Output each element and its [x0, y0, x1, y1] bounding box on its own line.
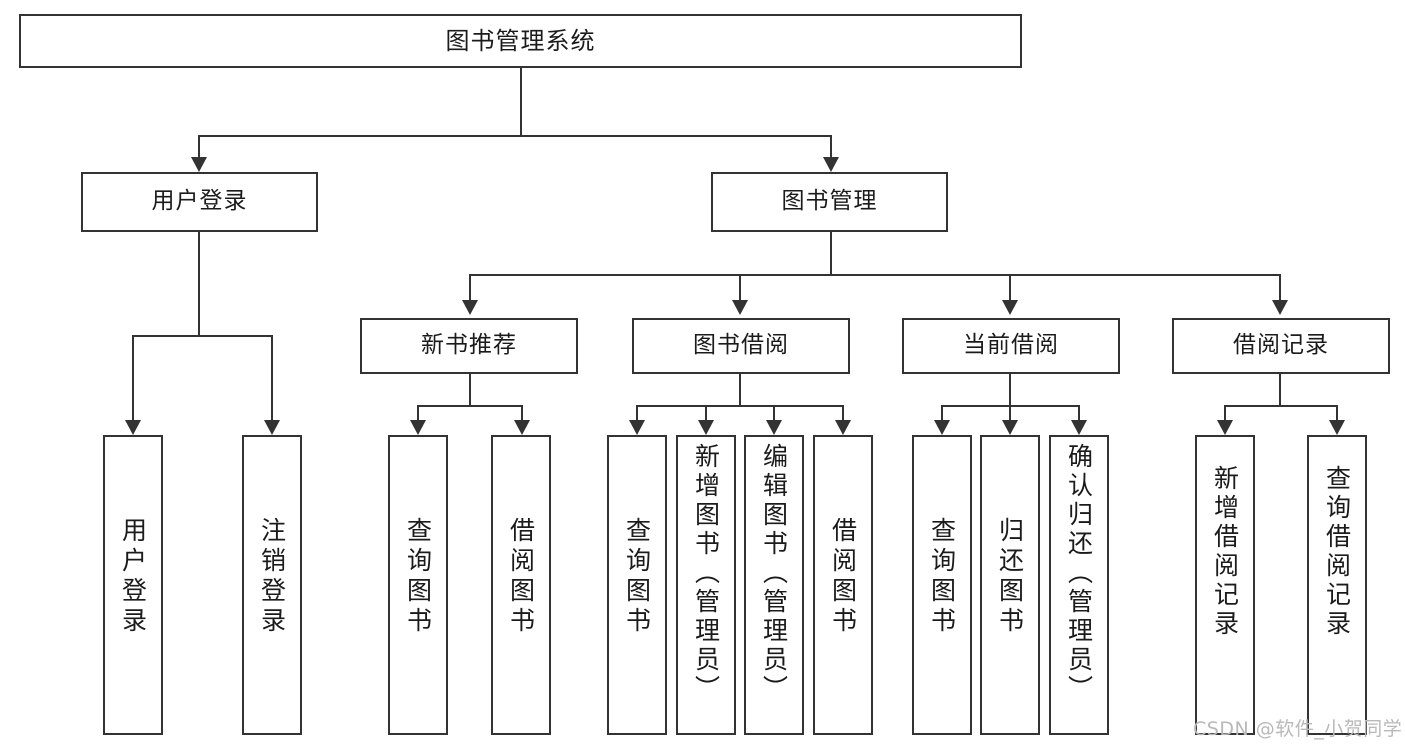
- connector-book-borrow-stem: [739, 374, 741, 405]
- arrow-to-leaf-return-book: [1002, 420, 1018, 435]
- connector-bm-drop-current: [1009, 274, 1011, 300]
- node-leaf-borrow-book-2-label: 借阅图书: [828, 517, 858, 637]
- node-leaf-query-book-2[interactable]: 查询图书: [607, 435, 667, 735]
- connector-bb-drop-4: [842, 405, 844, 420]
- connector-cb-drop-3: [1078, 405, 1080, 420]
- node-leaf-logout[interactable]: 注销登录: [242, 435, 302, 735]
- arrow-to-leaf-add-record: [1217, 420, 1233, 435]
- connector-root-stem: [520, 67, 522, 135]
- connector-bb-drop-2: [705, 405, 707, 420]
- arrow-to-leaf-confirm-return: [1071, 420, 1087, 435]
- node-leaf-query-record-label: 查询借阅记录: [1322, 465, 1352, 639]
- node-leaf-borrow-book-1-label: 借阅图书: [506, 517, 536, 637]
- connector-nb-drop-2: [521, 405, 523, 420]
- arrow-to-new-book-recommend: [462, 300, 478, 315]
- arrow-to-leaf-query-book-1: [410, 420, 426, 435]
- connector-bm-drop-new-book: [469, 274, 471, 300]
- connector-book-borrow-bus: [636, 405, 844, 407]
- node-leaf-query-book-2-label: 查询图书: [622, 517, 652, 637]
- node-leaf-user-login[interactable]: 用户登录: [103, 435, 163, 735]
- connector-root-drop-book-manage: [830, 135, 832, 157]
- node-leaf-return-book[interactable]: 归还图书: [980, 435, 1040, 735]
- connector-bm-drop-borrow: [739, 274, 741, 300]
- node-leaf-query-book-1-label: 查询图书: [403, 517, 433, 637]
- arrow-to-leaf-user-login: [125, 420, 141, 435]
- node-leaf-confirm-return[interactable]: 确认归还（管理员）: [1049, 435, 1109, 735]
- connector-bb-drop-3: [773, 405, 775, 420]
- arrow-to-book-borrow: [732, 300, 748, 315]
- node-book-manage-label: 图书管理: [781, 188, 878, 215]
- node-current-borrow[interactable]: 当前借阅: [902, 318, 1120, 374]
- node-leaf-logout-label: 注销登录: [257, 517, 287, 637]
- arrow-to-leaf-query-book-3: [934, 420, 950, 435]
- arrow-to-borrow-record: [1272, 300, 1288, 315]
- connector-book-manage-bus: [469, 274, 1281, 276]
- node-book-borrow[interactable]: 图书借阅: [632, 318, 850, 374]
- connector-nb-drop-1: [417, 405, 419, 420]
- connector-bb-drop-1: [636, 405, 638, 420]
- node-root-label: 图书管理系统: [445, 26, 596, 55]
- connector-br-drop-1: [1224, 405, 1226, 420]
- arrow-to-leaf-query-record: [1329, 420, 1345, 435]
- node-current-borrow-label: 当前借阅: [963, 332, 1059, 359]
- node-new-book-recommend[interactable]: 新书推荐: [360, 318, 578, 374]
- node-leaf-query-book-3-label: 查询图书: [927, 517, 957, 637]
- node-leaf-add-book[interactable]: 新增图书（管理员）: [676, 435, 736, 735]
- node-leaf-query-book-1[interactable]: 查询图书: [388, 435, 448, 735]
- node-book-borrow-label: 图书借阅: [693, 332, 789, 359]
- node-leaf-add-record[interactable]: 新增借阅记录: [1195, 435, 1255, 735]
- node-leaf-edit-book-label: 编辑图书（管理员）: [759, 443, 789, 704]
- node-leaf-confirm-return-label: 确认归还（管理员）: [1064, 443, 1094, 704]
- node-book-manage[interactable]: 图书管理: [711, 172, 948, 232]
- connector-user-login-drop-1: [132, 335, 134, 420]
- node-user-login-label: 用户登录: [151, 188, 248, 215]
- node-leaf-borrow-book-2[interactable]: 借阅图书: [813, 435, 873, 735]
- node-leaf-edit-book[interactable]: 编辑图书（管理员）: [744, 435, 804, 735]
- connector-new-book-bus: [417, 405, 522, 407]
- arrow-to-user-login: [191, 157, 207, 172]
- connector-root-bus: [198, 135, 832, 137]
- node-leaf-return-book-label: 归还图书: [995, 517, 1025, 637]
- csdn-watermark: CSDN @软件_小贺同学: [1193, 718, 1403, 740]
- node-root[interactable]: 图书管理系统: [19, 14, 1022, 68]
- node-leaf-borrow-book-1[interactable]: 借阅图书: [491, 435, 551, 735]
- connector-new-book-stem: [469, 374, 471, 405]
- arrow-to-leaf-query-book-2: [629, 420, 645, 435]
- node-leaf-add-book-label: 新增图书（管理员）: [691, 443, 721, 704]
- connector-br-drop-2: [1336, 405, 1338, 420]
- connector-book-manage-stem: [830, 232, 832, 274]
- connector-user-login-drop-2: [271, 335, 273, 420]
- node-borrow-record[interactable]: 借阅记录: [1172, 318, 1390, 374]
- connector-user-login-stem: [198, 232, 200, 335]
- node-leaf-user-login-label: 用户登录: [118, 517, 148, 637]
- connector-current-borrow-stem: [1009, 374, 1011, 405]
- connector-root-drop-user-login: [198, 135, 200, 157]
- node-user-login[interactable]: 用户登录: [81, 172, 318, 232]
- node-leaf-query-record[interactable]: 查询借阅记录: [1307, 435, 1367, 735]
- arrow-to-book-manage: [823, 157, 839, 172]
- arrow-to-leaf-edit-book: [766, 420, 782, 435]
- arrow-to-leaf-borrow-book-1: [514, 420, 530, 435]
- connector-bm-drop-record: [1279, 274, 1281, 300]
- node-leaf-add-record-label: 新增借阅记录: [1210, 465, 1240, 639]
- connector-user-login-bus: [132, 335, 272, 337]
- node-new-book-recommend-label: 新书推荐: [421, 332, 517, 359]
- arrow-to-leaf-borrow-book-2: [835, 420, 851, 435]
- arrow-to-current-borrow: [1002, 300, 1018, 315]
- connector-borrow-record-stem: [1279, 374, 1281, 405]
- node-leaf-query-book-3[interactable]: 查询图书: [912, 435, 972, 735]
- arrow-to-leaf-logout: [264, 420, 280, 435]
- connector-borrow-record-bus: [1224, 405, 1337, 407]
- connector-cb-drop-2: [1009, 405, 1011, 420]
- connector-cb-drop-1: [941, 405, 943, 420]
- arrow-to-leaf-add-book: [698, 420, 714, 435]
- node-borrow-record-label: 借阅记录: [1233, 332, 1329, 359]
